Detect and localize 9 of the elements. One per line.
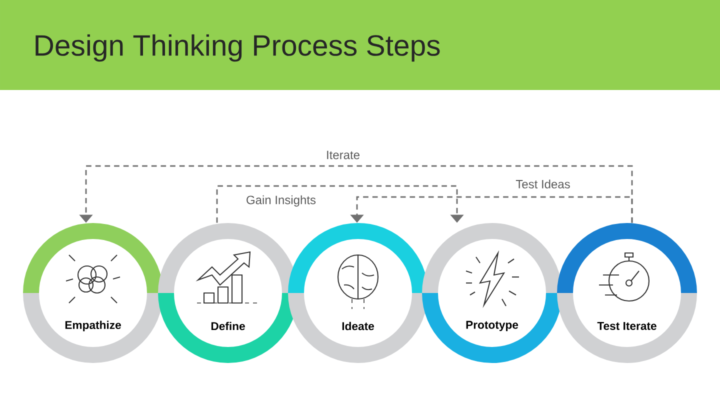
step-ring: Test Iterate: [557, 223, 697, 363]
edge-label: Iterate: [324, 150, 362, 161]
step-ring: Empathize: [23, 223, 163, 363]
step-ring: Prototype: [422, 223, 562, 363]
title: Design Thinking Process Steps: [36, 34, 440, 62]
dashed-arrow: [216, 185, 464, 223]
edge-label: Test Ideas: [514, 178, 572, 190]
edge-label: Gain Insights: [244, 194, 318, 208]
step-ring: Ideate: [288, 223, 428, 363]
